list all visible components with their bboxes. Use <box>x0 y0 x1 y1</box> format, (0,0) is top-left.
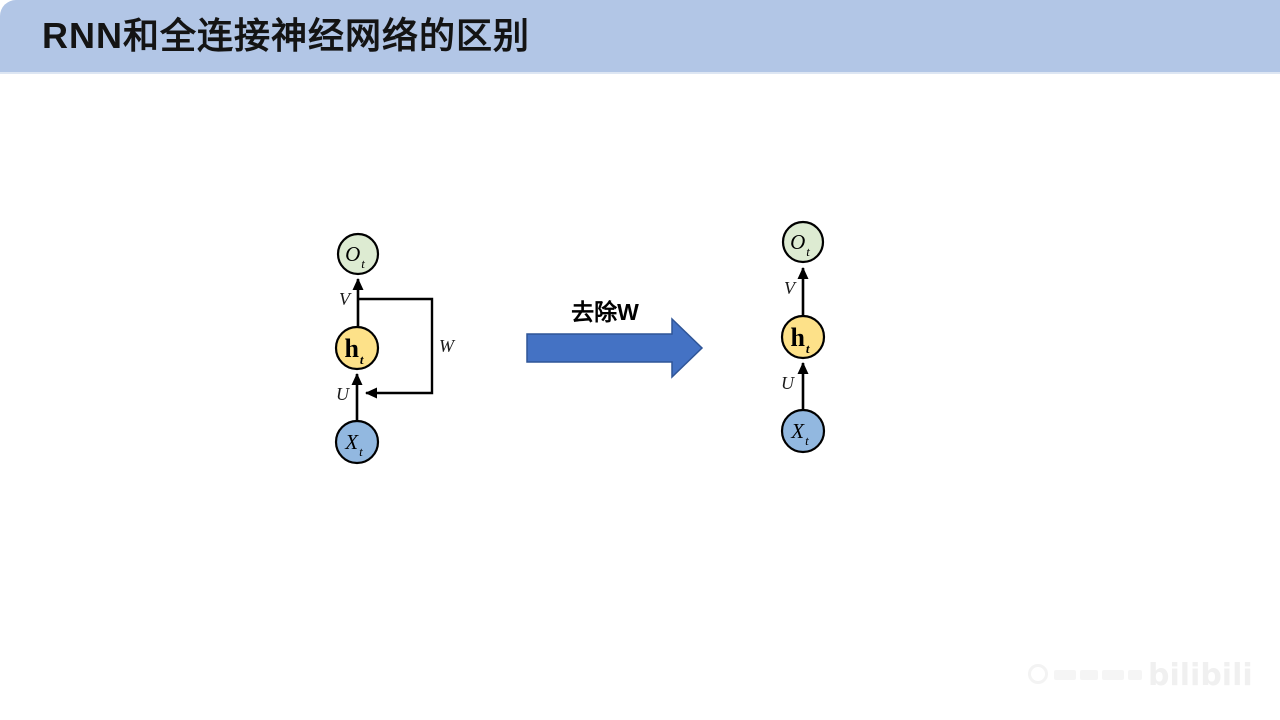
rnn-w-loop-edge <box>358 297 434 399</box>
rnn-diagram: Ot ht Xt V U W <box>334 232 456 465</box>
watermark-username-glyph <box>1102 670 1124 680</box>
fc-hidden-node-circle <box>780 314 826 360</box>
watermark-username-glyph <box>1080 670 1098 680</box>
transform-arrow <box>526 317 704 379</box>
watermark-username-glyph <box>1054 670 1076 680</box>
fc-output-node-label: Ot <box>790 230 810 259</box>
watermark-username-glyph <box>1128 670 1142 680</box>
rnn-w-label: W <box>439 336 456 356</box>
transform-arrow-shape <box>526 317 704 379</box>
fc-input-node-label: Xt <box>790 419 809 448</box>
fc-input-node-circle <box>780 408 826 454</box>
bilibili-logo: bilibili <box>1148 658 1253 693</box>
watermark-avatar-icon <box>1028 664 1048 684</box>
fc-diagram: Ot ht Xt V U <box>780 220 826 454</box>
rnn-v-label: V <box>339 289 352 309</box>
rnn-hidden-node-circle <box>334 325 380 371</box>
fc-output-node-circle <box>781 220 825 264</box>
slide-title: RNN和全连接神经网络的区别 <box>42 15 530 56</box>
slide-title-bar: RNN和全连接神经网络的区别 <box>0 0 1280 74</box>
rnn-input-node-circle <box>334 419 380 465</box>
rnn-output-node-label: Ot <box>345 242 365 271</box>
watermark: bilibili <box>1028 658 1268 698</box>
fc-u-label: U <box>781 373 795 393</box>
fc-v-label: V <box>784 278 797 298</box>
fc-hidden-node-label: ht <box>790 323 809 356</box>
rnn-output-node-circle <box>336 232 380 276</box>
transform-arrow-label: 去除W <box>571 299 639 325</box>
rnn-hidden-node-label: ht <box>344 334 363 367</box>
rnn-u-label: U <box>336 384 350 404</box>
rnn-input-node-label: Xt <box>344 430 363 459</box>
